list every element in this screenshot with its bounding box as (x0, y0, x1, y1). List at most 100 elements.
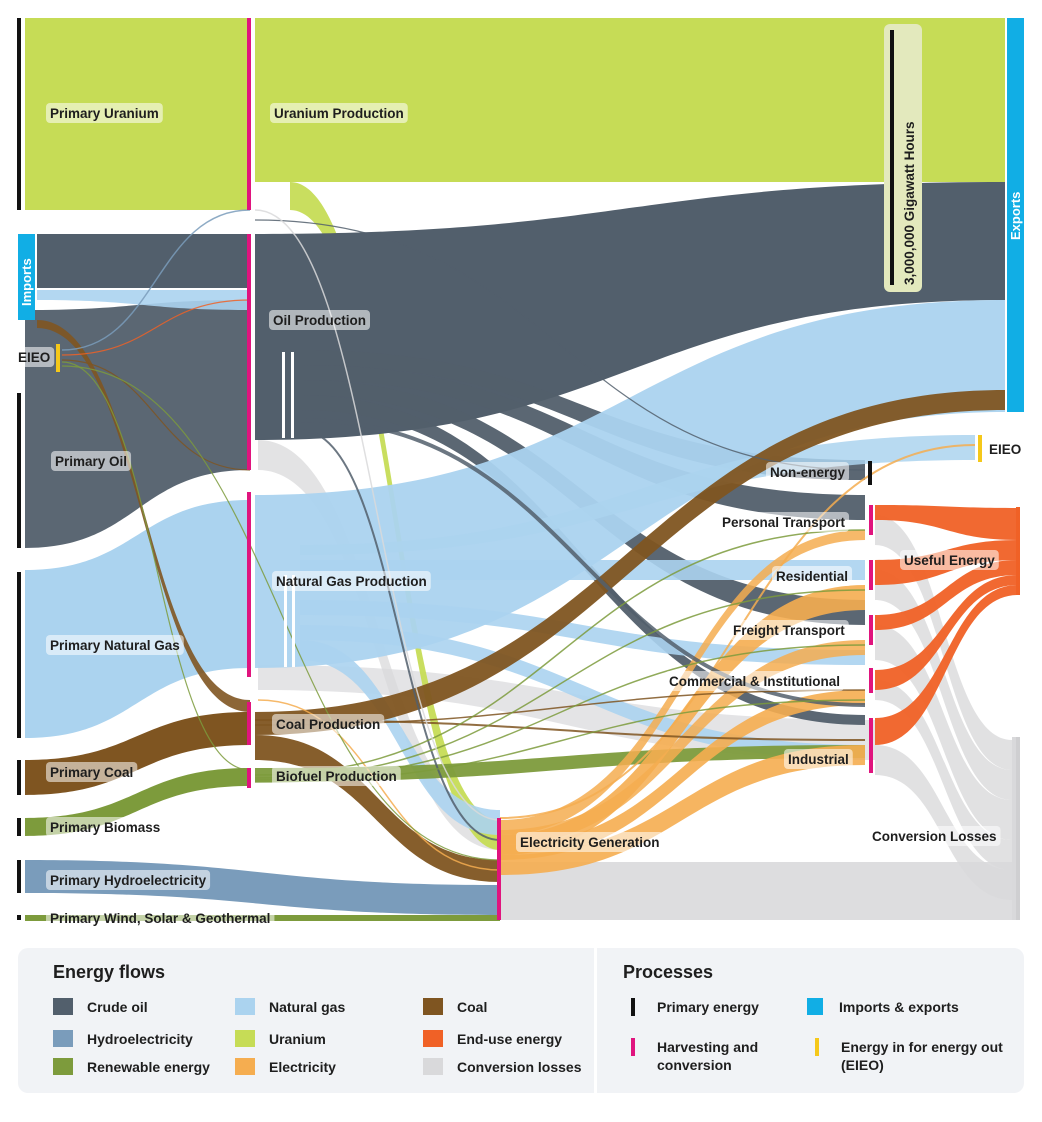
label-eieo-left: EIEO (18, 350, 50, 365)
flow-residential-losses (875, 570, 1012, 800)
bar-useful-energy (1016, 507, 1020, 595)
legend-flow-coal: Coal (423, 998, 487, 1016)
label-primary-natural-gas: Primary Natural Gas (50, 638, 180, 653)
legend-process-marker (815, 1038, 819, 1056)
bar-primary-oil (17, 393, 21, 548)
label-non-energy: Non-energy (770, 465, 846, 480)
label-commercial-institutional-group: Commercial & Institutional (665, 671, 845, 691)
bar-conversion-losses (1016, 737, 1020, 920)
legend-process-4: Energy in for energy out (EIEO) (807, 1038, 1041, 1074)
label-oil-production-group: Oil Production (269, 310, 370, 330)
label-industrial-group: Industrial (784, 749, 853, 769)
label-primary-biomass-group: Primary Biomass (46, 817, 165, 837)
flow-eieo-oil (61, 299, 251, 356)
label-primary-oil-group: Primary Oil (51, 451, 132, 471)
label-residential-group: Residential (772, 566, 853, 586)
legend-flow-label: Crude oil (87, 999, 148, 1015)
legend-flow-label: Renewable energy (87, 1059, 210, 1075)
label-primary-uranium-background (46, 103, 163, 123)
legend-process-label: Primary energy (657, 999, 759, 1015)
flow-electricity-losses (500, 862, 1012, 920)
bar-eieo-right (978, 435, 982, 462)
label-biofuel-production: Biofuel Production (276, 769, 397, 784)
legend-process-label: Energy in for energy out (EIEO) (841, 1039, 1003, 1073)
label-primary-uranium-group: Primary Uranium (46, 103, 163, 123)
flow-industrial-useful (875, 585, 1018, 745)
legend-flow-electricity: Electricity (235, 1058, 336, 1076)
flow-elec-industrial (500, 745, 865, 875)
bar-imports (18, 234, 35, 320)
legend-process-marker (631, 1038, 635, 1056)
legend-flow-uranium: Uranium (235, 1030, 326, 1048)
legend-flow-crude-oil: Crude oil (53, 998, 148, 1016)
bar-industrial (869, 718, 873, 773)
bar-residential (869, 560, 873, 590)
legend-flow-label: Conversion losses (457, 1059, 582, 1075)
flow-uranium-exports (255, 18, 1005, 182)
label-primary-uranium: Primary Uranium (50, 106, 159, 121)
flow-biofuel-personal (254, 529, 866, 776)
legend-divider (594, 948, 597, 1093)
flow-gas-electricity (300, 640, 500, 835)
label-eieo-right: EIEO (989, 442, 1021, 457)
legend-flow-label: End-use energy (457, 1031, 563, 1047)
label-primary-hydro-background (46, 870, 211, 890)
bar-primary-wind (17, 915, 21, 920)
flow-imports-coal (37, 320, 250, 712)
label-personal-transport-background (718, 512, 850, 532)
conversion-losses-column (1012, 737, 1018, 920)
legend-process-1: Primary energy (623, 998, 807, 1016)
flow-oil-electricity (299, 429, 501, 841)
label-primary-wind-background (46, 908, 275, 928)
flow-imports-gas (37, 290, 250, 310)
legend-flow-conversion-losses: Conversion losses (423, 1058, 582, 1076)
legend-flow-label: Uranium (269, 1031, 326, 1047)
label-freight-transport: Freight Transport (733, 623, 845, 638)
label-primary-natural-gas-background (46, 635, 184, 655)
scale-label: 3,000,000 Gigawatt Hours (902, 121, 917, 285)
label-industrial-background (784, 749, 853, 769)
label-coal-production-group: Coal Production (272, 714, 385, 734)
legend-swatch (53, 1058, 73, 1075)
label-primary-biomass: Primary Biomass (50, 820, 160, 835)
label-primary-wind: Primary Wind, Solar & Geothermal (50, 911, 270, 926)
legend-swatch (235, 1030, 255, 1047)
label-non-energy-background (766, 462, 850, 482)
label-natural-gas-production-group: Natural Gas Production (272, 571, 431, 591)
label-primary-coal-background (46, 762, 138, 782)
label-commercial-institutional-background (665, 671, 845, 691)
bar-oil-production (247, 234, 251, 470)
label-freight-transport-group: Freight Transport (729, 620, 849, 640)
bar-primary-uranium (17, 18, 21, 210)
legend-flow-hydroelectricity: Hydroelectricity (53, 1030, 193, 1048)
label-primary-biomass-background (46, 817, 165, 837)
label-primary-coal-group: Primary Coal (46, 762, 138, 782)
flow-eieo-biofuel (61, 361, 251, 771)
label-imports: Imports (19, 258, 34, 306)
label-primary-hydro-group: Primary Hydroelectricity (46, 870, 211, 890)
label-primary-coal: Primary Coal (50, 765, 133, 780)
flow-eieo-uranium (61, 209, 251, 351)
label-natural-gas-production-background (272, 571, 431, 591)
legend-process-2: Imports & exports (807, 998, 1029, 1016)
label-conversion-losses-background (868, 826, 1001, 846)
flow-elec-residential (500, 585, 865, 855)
bar-primary-gas (17, 572, 21, 738)
legend-swatch (423, 1058, 443, 1075)
label-industrial: Industrial (788, 752, 849, 767)
legend-process-label: Harvesting and conversion (657, 1039, 759, 1073)
bar-coal-production (247, 702, 251, 745)
flow-transport-losses (875, 515, 1012, 770)
label-conversion-losses-group: Conversion Losses (868, 826, 1001, 846)
legend-swatch (235, 1058, 255, 1075)
flow-elec-commercial (500, 690, 865, 860)
label-primary-natural-gas-group: Primary Natural Gas (46, 635, 184, 655)
legend-flow-natural-gas: Natural gas (235, 998, 345, 1016)
scale-bar (890, 30, 894, 285)
flow-oil-nonenergy (300, 350, 865, 480)
label-residential-background (772, 566, 853, 586)
label-useful-energy-group: Useful Energy (900, 550, 999, 570)
label-primary-hydro: Primary Hydroelectricity (50, 873, 207, 888)
flow-oil-nonenergy-thin (254, 219, 866, 471)
label-personal-transport: Personal Transport (722, 515, 846, 530)
